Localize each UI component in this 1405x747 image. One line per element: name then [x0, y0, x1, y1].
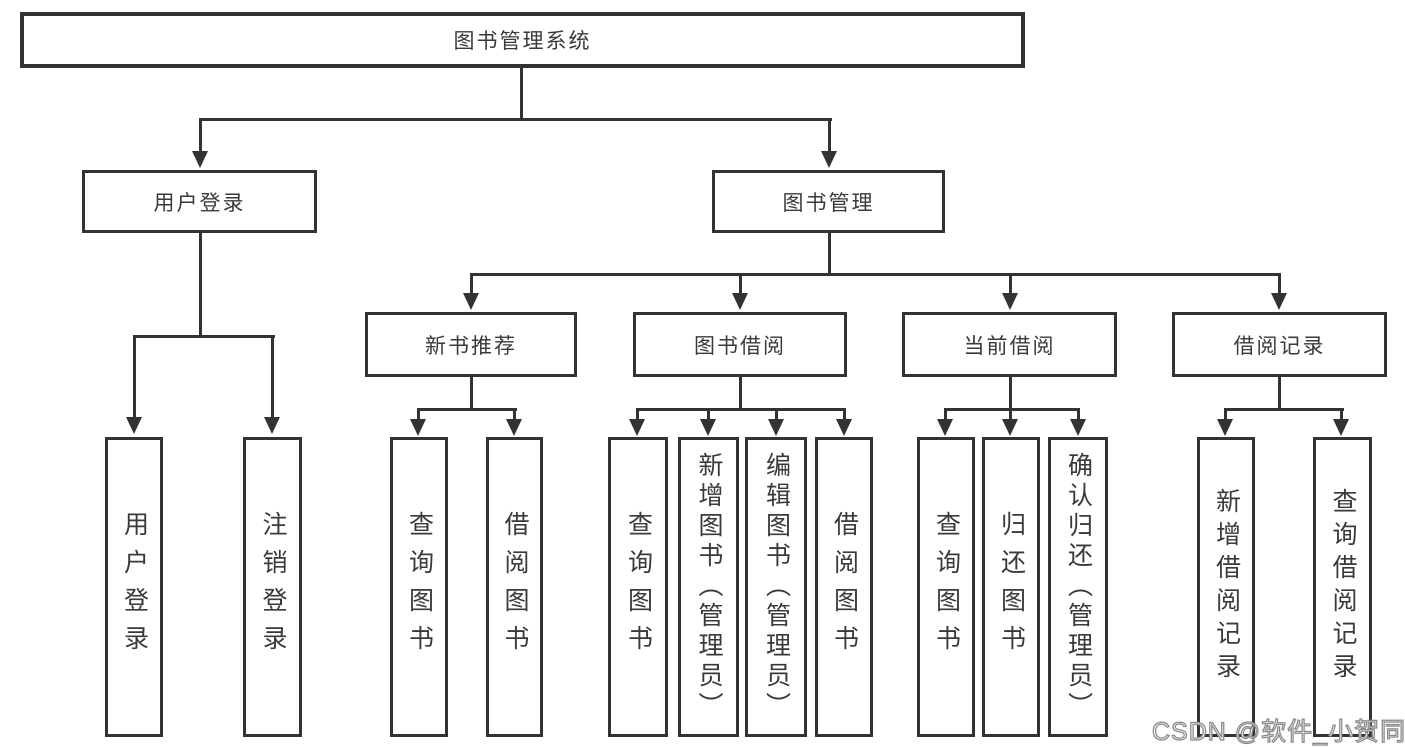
leaf-label: 借阅图书 [830, 511, 859, 663]
connector-level2-rail [199, 118, 832, 121]
arrow-new-book [463, 293, 479, 310]
connector-drop-cb-return [1009, 408, 1012, 422]
connector-new-book-stem [470, 375, 473, 411]
connector-drop-leaf-logout [271, 335, 274, 419]
connector-new-book-rail [418, 408, 517, 411]
leaf-br-query-record: 查询借阅记录 [1313, 437, 1372, 737]
connector-book-borrow-rail [637, 408, 846, 411]
leaf-label: 借阅图书 [501, 511, 529, 663]
node-borrow-records: 借阅记录 [1172, 312, 1387, 377]
connector-drop-book-management [828, 118, 831, 154]
arrow-borrow-records [1271, 293, 1287, 310]
arrow-leaf-login [126, 417, 142, 434]
connector-drop-cb-confirm [1077, 408, 1080, 422]
connector-user-login-rail [134, 335, 275, 338]
leaf-label: 注销登录 [259, 511, 287, 663]
leaf-label: 归还图书 [997, 511, 1026, 663]
connector-drop-bb-query [636, 408, 639, 422]
connector-drop-br-query [1340, 408, 1343, 422]
connector-drop-br-add [1224, 408, 1227, 422]
connector-drop-cb-query [944, 408, 947, 422]
arrow-bb-borrow [836, 419, 852, 436]
connector-drop-user-login [199, 118, 202, 154]
leaf-nb-query-books: 查询图书 [390, 437, 448, 737]
leaf-cb-confirm-return-admin: 确认归还（管理员） [1048, 437, 1108, 737]
node-root: 图书管理系统 [20, 12, 1025, 68]
leaf-logout: 注销登录 [243, 437, 302, 737]
arrow-leaf-logout [264, 417, 280, 434]
arrow-cb-query [937, 419, 953, 436]
watermark: CSDN @软件_小贺同学 [1151, 717, 1405, 746]
arrow-bb-edit [768, 419, 784, 436]
arrow-br-query [1333, 419, 1349, 436]
arrow-nb-query [410, 419, 426, 436]
node-label: 用户登录 [153, 191, 246, 215]
arrow-user-login [192, 151, 208, 168]
connector-drop-new-book [470, 273, 473, 295]
leaf-bb-add-books-admin: 新增图书（管理员） [678, 437, 739, 737]
node-label: 图书管理 [782, 191, 875, 215]
node-label: 图书管理系统 [453, 30, 592, 53]
connector-borrow-records-rail [1225, 408, 1344, 411]
connector-root-stem [520, 66, 523, 120]
leaf-bb-edit-books-admin: 编辑图书（管理员） [745, 437, 807, 737]
connector-drop-nb-borrow [513, 408, 516, 422]
connector-drop-bb-borrow [843, 408, 846, 422]
leaf-nb-borrow-books: 借阅图书 [486, 437, 543, 737]
arrow-book-borrow [732, 293, 748, 310]
leaf-label: 编辑图书（管理员） [762, 452, 791, 722]
arrow-book-management [821, 151, 837, 168]
connector-borrow-records-stem [1278, 375, 1281, 411]
connector-drop-borrow-records [1278, 273, 1281, 295]
node-book-management: 图书管理 [712, 170, 945, 233]
connector-drop-leaf-login [133, 335, 136, 419]
arrow-current-borrow [1002, 293, 1018, 310]
leaf-br-add-record: 新增借阅记录 [1197, 437, 1255, 737]
leaf-cb-query-books: 查询图书 [917, 437, 975, 737]
arrow-br-add [1217, 419, 1233, 436]
leaf-bb-query-books: 查询图书 [608, 437, 668, 737]
connector-drop-bb-edit [775, 408, 778, 422]
connector-level3-rail [470, 273, 1281, 276]
connector-drop-bb-add [707, 408, 710, 422]
arrow-bb-add [700, 419, 716, 436]
node-label: 新书推荐 [425, 334, 517, 358]
node-label: 当前借阅 [963, 334, 1056, 358]
leaf-label: 查询图书 [932, 511, 961, 663]
node-user-login: 用户登录 [82, 170, 317, 233]
connector-current-borrow-rail [945, 408, 1080, 411]
connector-drop-current-borrow [1009, 273, 1012, 295]
leaf-label: 查询图书 [405, 511, 434, 663]
leaf-cb-return-books: 归还图书 [982, 437, 1040, 737]
node-book-borrow: 图书借阅 [633, 312, 847, 377]
node-current-borrow: 当前借阅 [902, 312, 1117, 377]
connector-drop-book-borrow [739, 273, 742, 295]
leaf-label: 查询借阅记录 [1329, 488, 1357, 686]
leaf-user-login: 用户登录 [105, 437, 163, 737]
leaf-label: 用户登录 [120, 511, 149, 663]
connector-current-borrow-stem [1009, 375, 1012, 411]
arrow-cb-return [1002, 419, 1018, 436]
connector-drop-nb-query [417, 408, 420, 422]
leaf-bb-borrow-books: 借阅图书 [815, 437, 873, 737]
arrow-nb-borrow [506, 419, 522, 436]
leaf-label: 新增图书（管理员） [695, 452, 723, 722]
node-label: 图书借阅 [694, 334, 786, 358]
arrow-cb-confirm [1070, 419, 1086, 436]
leaf-label: 新增借阅记录 [1212, 488, 1241, 686]
node-label: 借阅记录 [1233, 334, 1326, 358]
leaf-label: 查询图书 [624, 511, 653, 663]
arrow-bb-query [629, 419, 645, 436]
node-new-book-recommend: 新书推荐 [365, 312, 577, 377]
connector-book-management-stem [828, 231, 831, 275]
connector-user-login-stem [199, 231, 202, 337]
leaf-label: 确认归还（管理员） [1064, 452, 1093, 722]
connector-book-borrow-stem [739, 375, 742, 411]
